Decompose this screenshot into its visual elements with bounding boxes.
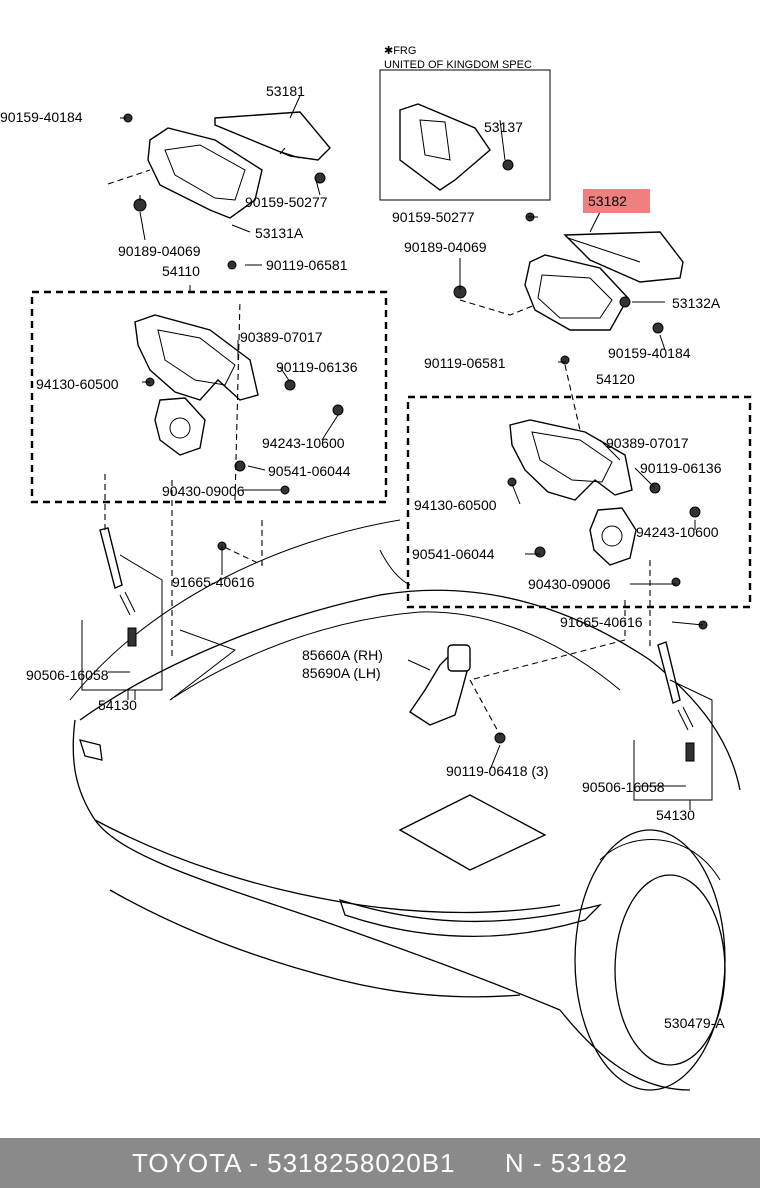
parts-diagram: 53181 90159-40184 53131A 90159-50277 901… [0, 45, 752, 1091]
label-53131A: 53131A [255, 225, 304, 241]
assembly-box-54110 [30, 290, 388, 504]
label-91665-40616-left: 91665-40616 [172, 574, 255, 590]
footer-part-ref: N - 53182 [504, 1147, 629, 1178]
label-90159-40184-right: 90159-40184 [608, 345, 691, 361]
motor-unit-left [154, 397, 206, 456]
label-90119-06136-left: 90119-06136 [276, 359, 358, 375]
headlamp-housing-53132A [524, 254, 629, 331]
label-53137: 53137 [484, 119, 523, 135]
headlamp-bracket-54120 [509, 419, 633, 501]
label-54110: 54110 [162, 263, 200, 279]
label-90119-06581-right: 90119-06581 [424, 355, 506, 371]
headlamp-housing-53131A [147, 127, 263, 219]
label-90389-07017-left: 90389-07017 [240, 329, 323, 345]
headlamp-cover-53181 [214, 111, 331, 161]
car-body-outline [69, 519, 741, 1091]
assembly-box-54120 [406, 395, 752, 609]
label-90159-40184-left: 90159-40184 [0, 109, 83, 125]
label-spec-uk: UNITED OF KINGDOM SPEC [384, 59, 532, 71]
bracket-53137 [399, 103, 491, 191]
label-90189-04069-right: 90189-04069 [404, 239, 487, 255]
label-90389-07017-right: 90389-07017 [606, 435, 689, 451]
label-94130-60500-right: 94130-60500 [414, 497, 497, 513]
callout-labels: 53181 90159-40184 53131A 90159-50277 901… [0, 45, 725, 1031]
lift-rod-left [99, 527, 123, 589]
label-54130-left: 54130 [98, 697, 137, 713]
label-85690A: 85690A (LH) [302, 665, 381, 681]
spec-inset [379, 69, 551, 201]
right-headlamp-assembly [406, 212, 752, 801]
label-90159-50277-right: 90159-50277 [392, 209, 475, 225]
label-94243-10600-left: 94243-10600 [262, 435, 345, 451]
label-spec-frg: ✱FRG [384, 45, 416, 57]
label-90119-06136-right: 90119-06136 [640, 460, 722, 476]
motor-unit-right [589, 507, 637, 566]
label-54130-right: 54130 [656, 807, 695, 823]
spec-inset-frame [379, 69, 551, 201]
lift-rod-right [657, 641, 681, 704]
label-90430-09006-left: 90430-09006 [162, 483, 245, 499]
label-90541-06044-right: 90541-06044 [412, 546, 495, 562]
label-90541-06044-left: 90541-06044 [268, 463, 351, 479]
label-90506-16058-right: 90506-16058 [582, 779, 665, 795]
label-85660A: 85660A (RH) [302, 647, 383, 663]
footer-bar: TOYOTA - 5318258020B1 N - 53182 [0, 1138, 760, 1188]
label-90119-06418: 90119-06418 (3) [446, 763, 548, 779]
headlamp-bracket-54110 [134, 314, 259, 401]
label-53181: 53181 [266, 83, 305, 99]
label-diagram-code: 530479-A [664, 1015, 725, 1031]
label-54120: 54120 [596, 371, 635, 387]
label-94130-60500-left: 94130-60500 [36, 376, 119, 392]
label-53132A: 53132A [672, 295, 721, 311]
label-90189-04069-left: 90189-04069 [118, 243, 201, 259]
footer-spacer [456, 1148, 505, 1179]
label-53182: 53182 [588, 193, 627, 209]
label-90506-16058-left: 90506-16058 [26, 667, 109, 683]
left-headlamp-assembly [30, 111, 388, 700]
highlight-53182 [583, 189, 650, 213]
label-90159-50277-left: 90159-50277 [245, 194, 328, 210]
label-90119-06581-left: 90119-06581 [266, 257, 348, 273]
footer-brand-part-number: TOYOTA - 5318258020B1 [131, 1147, 456, 1178]
label-90430-09006-right: 90430-09006 [528, 576, 611, 592]
leader-lines [108, 95, 704, 810]
label-94243-10600-right: 94243-10600 [636, 524, 719, 540]
label-91665-40616-right: 91665-40616 [560, 614, 643, 630]
